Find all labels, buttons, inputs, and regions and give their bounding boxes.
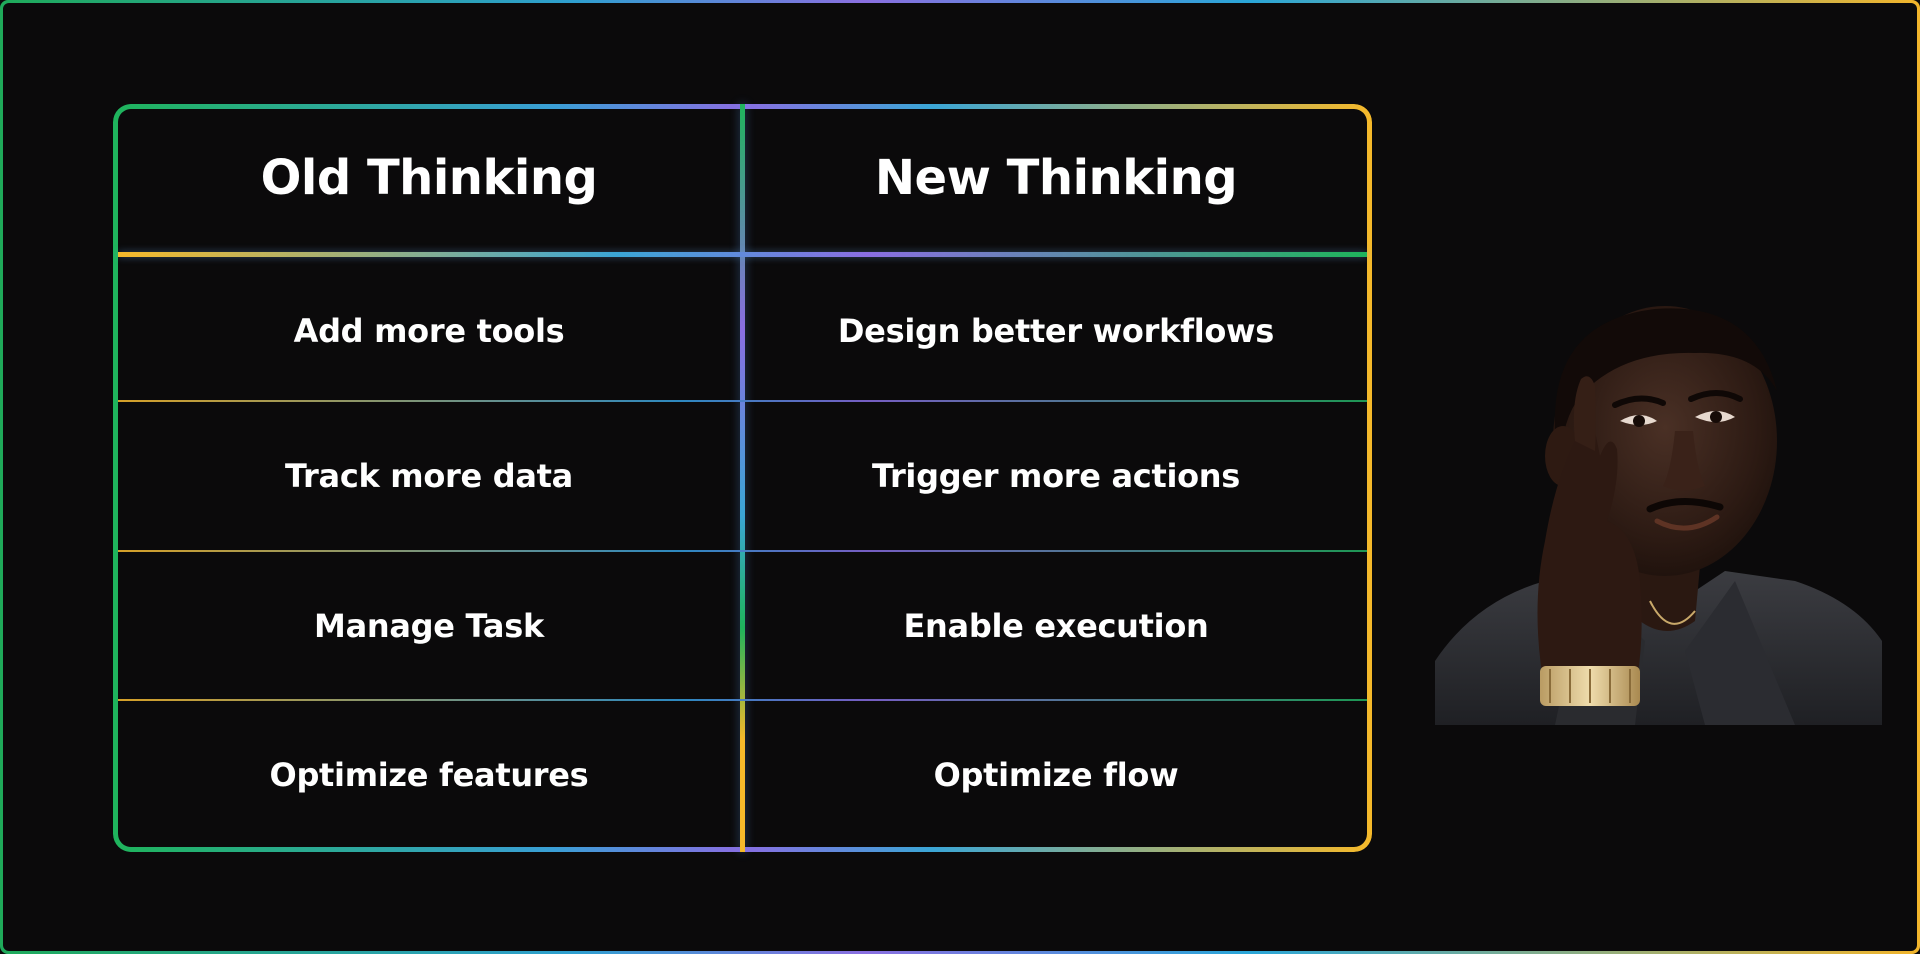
- header-new-thinking: New Thinking: [874, 150, 1238, 206]
- header-old-thinking: Old Thinking: [260, 150, 598, 206]
- row-divider: [118, 550, 1367, 552]
- row-divider: [118, 699, 1367, 701]
- cell-new-row-3: Enable execution: [903, 607, 1209, 645]
- cell-old-row-1: Add more tools: [293, 312, 565, 350]
- man-tapping-temple-image: [1435, 306, 1882, 725]
- column-divider: [740, 104, 745, 852]
- cell-old-row-2: Track more data: [285, 457, 573, 495]
- header-divider: [118, 252, 1367, 257]
- row-divider: [118, 400, 1367, 402]
- comparison-table: Old Thinking New Thinking Add more tools…: [113, 104, 1372, 852]
- cell-new-row-1: Design better workflows: [837, 312, 1275, 350]
- meme-photo: [1435, 281, 1882, 725]
- cell-old-row-4: Optimize features: [269, 756, 589, 794]
- cell-old-row-3: Manage Task: [314, 607, 544, 645]
- slide-canvas: Old Thinking New Thinking Add more tools…: [3, 3, 1917, 951]
- cell-new-row-4: Optimize flow: [933, 756, 1179, 794]
- cell-new-row-2: Trigger more actions: [871, 457, 1241, 495]
